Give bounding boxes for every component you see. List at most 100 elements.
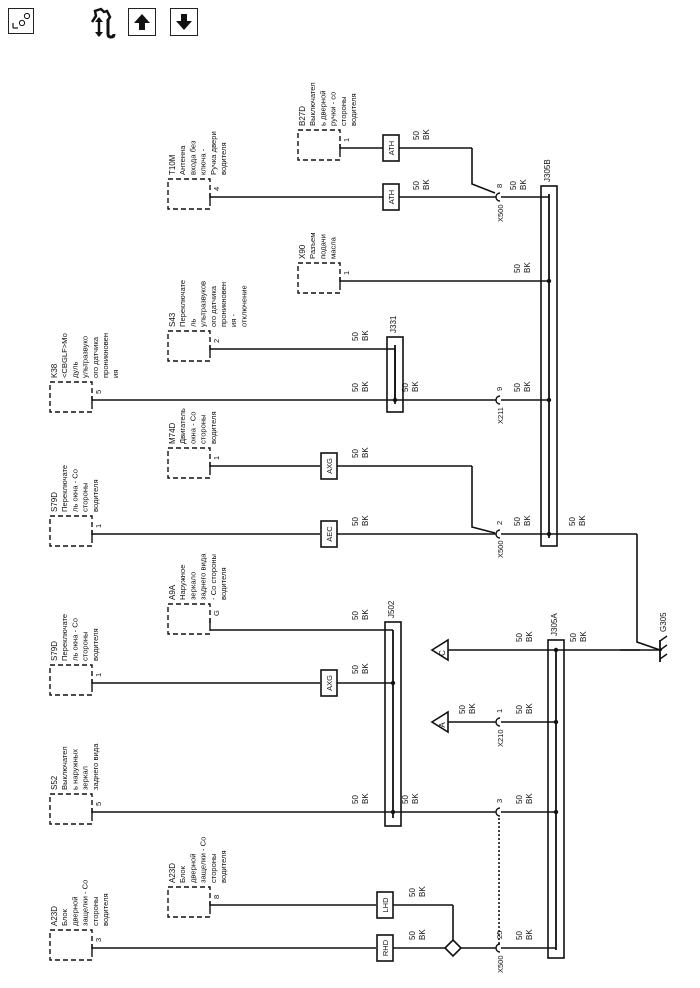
component-id: X90: [298, 244, 307, 259]
component-description: масла: [329, 236, 338, 259]
wire-gauge-label: 50: [351, 611, 360, 620]
component-box-b27d: [297, 129, 341, 161]
component-description: ь дверной: [318, 90, 327, 126]
component-description: ультразвуков: [199, 281, 208, 327]
splice-j502-label: J502: [387, 600, 396, 618]
wire-color-label: BK: [523, 381, 532, 392]
arrow-up-icon: [134, 14, 150, 30]
component-description: ручки - со: [329, 92, 338, 126]
component-description: зеркал: [81, 766, 90, 790]
pin-number: 8: [212, 895, 221, 899]
scroll-down-button[interactable]: [170, 8, 198, 36]
component-description: Антенна: [178, 145, 187, 175]
component-box-m74d: [167, 447, 211, 479]
option-ath-t10m-label: ATH: [387, 190, 396, 204]
wire: [636, 534, 661, 651]
component-description: Переключате: [178, 280, 187, 327]
ground-symbol: [659, 653, 668, 660]
component-id: S79D: [50, 641, 59, 661]
option-axg-m74d-label: AXG: [325, 458, 334, 474]
component-description: Наружное: [178, 565, 187, 600]
connector-symbols-icon: [90, 7, 116, 39]
wire-gauge-label: 50: [412, 131, 421, 140]
wire-gauge-label: 50: [513, 264, 522, 273]
component-description: Выключател: [60, 746, 69, 790]
wire-color-label: BK: [422, 129, 431, 140]
component-description: ключа -: [199, 148, 208, 175]
pin-number: 5: [94, 802, 103, 806]
option-ath-b27d-label: ATH: [387, 141, 396, 155]
wire-color-label: BK: [411, 381, 420, 392]
splice-dot: [546, 278, 552, 284]
connector-label: X500: [496, 540, 505, 558]
wire-color-label: BK: [523, 262, 532, 273]
wire-gauge-label: 50: [569, 633, 578, 642]
wire-color-label: BK: [361, 447, 370, 458]
wire-color-label: BK: [361, 515, 370, 526]
splice-dot: [553, 809, 559, 815]
connector-pin: 9: [495, 387, 504, 391]
component-description: стороны: [81, 631, 90, 661]
component-description: водителя: [349, 93, 358, 126]
component-description: ль окна - Со: [70, 469, 79, 512]
component-description: дуль: [70, 362, 79, 378]
inline-connector: [495, 395, 501, 405]
splice-j305a: [547, 639, 565, 959]
inline-connector: [495, 717, 501, 727]
wire-color-label: BK: [523, 515, 532, 526]
splice-j305b-label: J305B: [543, 159, 552, 182]
connector-label: X500: [496, 204, 505, 222]
component-description: ия: [111, 370, 120, 378]
splice-dot: [553, 647, 559, 653]
component-description: ь наружных: [70, 749, 79, 790]
reference-triangle-a: [430, 710, 449, 734]
wire-color-label: BK: [418, 886, 427, 897]
wire-color-label: BK: [519, 179, 528, 190]
option-rhd-label: RHD: [381, 939, 390, 956]
wire-color-label: BK: [418, 929, 427, 940]
component-description: Разъем: [308, 233, 317, 259]
location-button[interactable]: [8, 8, 34, 34]
component-description: <CBGLF>Мо: [60, 333, 69, 378]
component-description: Переключате: [60, 614, 69, 661]
pin-number: 1: [342, 271, 351, 275]
wire-color-label: BK: [411, 793, 420, 804]
location-icon: [12, 12, 31, 29]
component-description: водителя: [219, 142, 228, 175]
scroll-up-button[interactable]: [128, 8, 156, 36]
inline-connector: [495, 807, 501, 817]
component-id: S79D: [50, 492, 59, 512]
wire-color-label: BK: [422, 179, 431, 190]
reference-label-a: A: [438, 722, 447, 728]
legend-symbols-button[interactable]: [88, 6, 122, 40]
component-id: K38: [50, 363, 59, 378]
option-axg-s79d-label: AXG: [325, 675, 334, 691]
splice-j305a-label: J305A: [550, 613, 559, 636]
component-description: Ручка двери: [209, 131, 218, 175]
component-description: входа без: [188, 140, 197, 175]
wire-color-label: BK: [579, 631, 588, 642]
wire-gauge-label: 50: [408, 888, 417, 897]
pin-number: 2: [212, 339, 221, 343]
component-description: проникновен: [219, 282, 228, 327]
ground-symbol: [659, 644, 668, 651]
component-description: заднего вида: [91, 743, 100, 790]
splice-j331-label: J331: [389, 315, 398, 333]
component-description: защелки - Со: [199, 837, 208, 883]
component-description: стороны: [199, 414, 208, 444]
component-description: стороны: [81, 482, 90, 512]
pin-number: 1: [342, 138, 351, 142]
wire: [471, 148, 496, 194]
component-description: ультразвуко: [81, 336, 90, 378]
component-description: Выключател: [308, 82, 317, 126]
wire-gauge-label: 50: [515, 795, 524, 804]
component-box-k38: [49, 381, 93, 413]
connector-pin: 1: [495, 709, 504, 713]
wire-gauge-label: 50: [513, 517, 522, 526]
arrow-down-icon: [176, 14, 192, 30]
wire-color-label: BK: [361, 663, 370, 674]
component-id: S43: [168, 312, 177, 327]
component-description: водителя: [219, 850, 228, 883]
component-description: Двигатель: [178, 408, 187, 444]
component-description: окна - Со: [188, 412, 197, 444]
